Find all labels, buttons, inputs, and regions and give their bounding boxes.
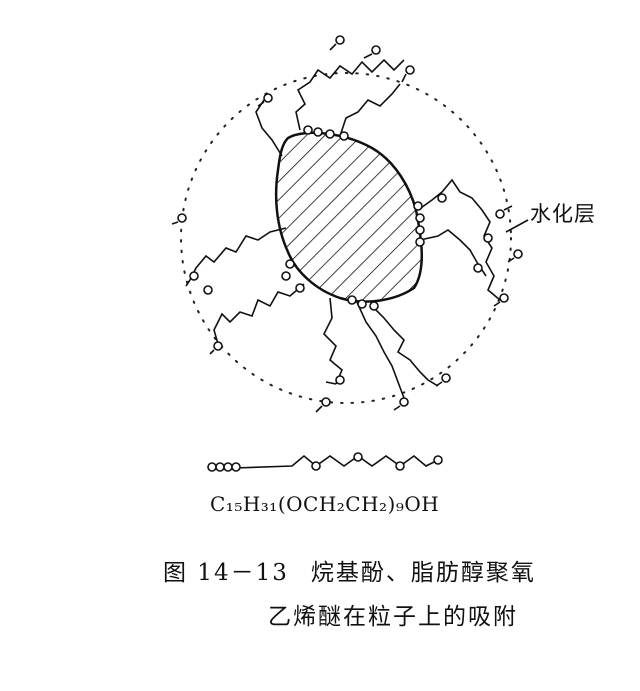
figure-number: 图 14－13	[163, 560, 289, 586]
particle	[274, 131, 423, 303]
hydroxyl-end-groups	[171, 35, 523, 413]
figure-title-line1: 烷基酚、脂肪醇聚氧	[310, 560, 536, 586]
figure-caption-line1: 图 14－13 烷基酚、脂肪醇聚氧	[163, 553, 536, 587]
molecule-formula: C₁₅H₃₁(OCH₂CH₂)₉OH	[210, 492, 440, 516]
label-leader-line	[505, 219, 529, 233]
anchor-groups	[281, 125, 425, 311]
hydration-layer-label: 水化层	[530, 202, 596, 226]
free-molecule	[207, 452, 443, 472]
hydration-layer-boundary	[180, 72, 512, 404]
figure-title-line2: 乙烯醚在粒子上的吸附	[268, 604, 518, 630]
